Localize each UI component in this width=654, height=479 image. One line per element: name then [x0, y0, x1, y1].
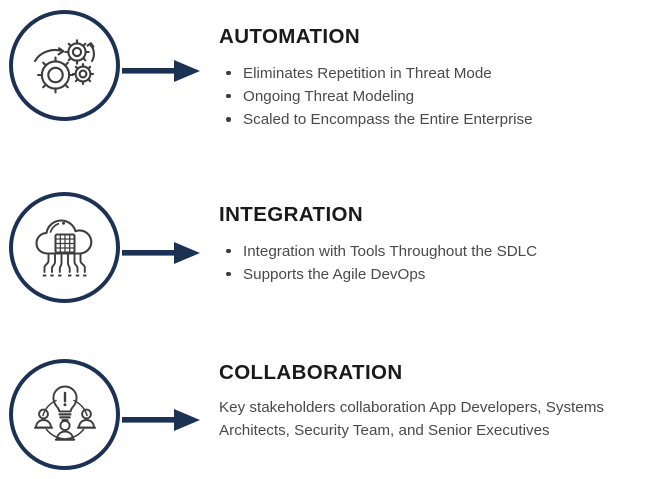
bullet-text: Supports the Agile DevOps — [243, 265, 426, 283]
arrow-right-icon-integration — [122, 240, 200, 266]
section-heading-automation: AUTOMATION — [219, 25, 361, 48]
bullet-dot-icon — [226, 70, 231, 76]
section-text-automation: AUTOMATION Eliminates Repetition in Thre… — [219, 25, 644, 132]
bullet-text: Eliminates Repetition in Threat Mode — [243, 64, 492, 82]
icon-badge-circle-integration — [9, 192, 120, 303]
bullet-dot-icon — [226, 93, 231, 99]
section-bullet-list-automation: Eliminates Repetition in Threat Mode Ong… — [219, 62, 644, 132]
section-heading-integration: INTEGRATION — [219, 203, 364, 226]
section-text-integration: INTEGRATION Integration with Tools Throu… — [219, 203, 644, 287]
bullet-dot-icon — [226, 248, 231, 254]
section-row-integration: INTEGRATION Integration with Tools Throu… — [0, 185, 654, 325]
list-item: Integration with Tools Throughout the SD… — [219, 240, 644, 263]
list-item: Supports the Agile DevOps — [219, 263, 644, 286]
bullet-text: Ongoing Threat Modeling — [243, 87, 415, 105]
section-paragraph-collaboration: Key stakeholders collaboration App Devel… — [219, 398, 604, 439]
icon-badge-circle-collaboration — [9, 359, 120, 470]
arrow-right-icon-automation — [122, 58, 200, 84]
bullet-text: Integration with Tools Throughout the SD… — [243, 242, 538, 260]
section-row-collaboration: COLLABORATION Key stakeholders collabora… — [0, 352, 654, 479]
section-bullet-list-integration: Integration with Tools Throughout the SD… — [219, 240, 644, 287]
section-row-automation: AUTOMATION Eliminates Repetition in Thre… — [0, 0, 654, 160]
icon-badge-circle-automation — [9, 10, 120, 121]
bullet-dot-icon — [226, 271, 231, 277]
section-heading-collaboration: COLLABORATION — [219, 361, 403, 384]
list-item: Eliminates Repetition in Threat Mode — [219, 62, 644, 85]
gears-icon — [32, 36, 98, 96]
section-text-collaboration: COLLABORATION Key stakeholders collabora… — [219, 361, 644, 442]
cloud-chip-icon — [32, 217, 98, 279]
arrow-right-icon-collaboration — [122, 407, 200, 433]
list-item: Scaled to Encompass the Entire Enterpris… — [219, 108, 644, 131]
bullet-dot-icon — [226, 117, 231, 122]
list-item: Ongoing Threat Modeling — [219, 85, 644, 108]
bullet-text: Scaled to Encompass the Entire Enterpris… — [243, 111, 533, 129]
collaboration-lightbulb-people-icon — [33, 384, 97, 446]
